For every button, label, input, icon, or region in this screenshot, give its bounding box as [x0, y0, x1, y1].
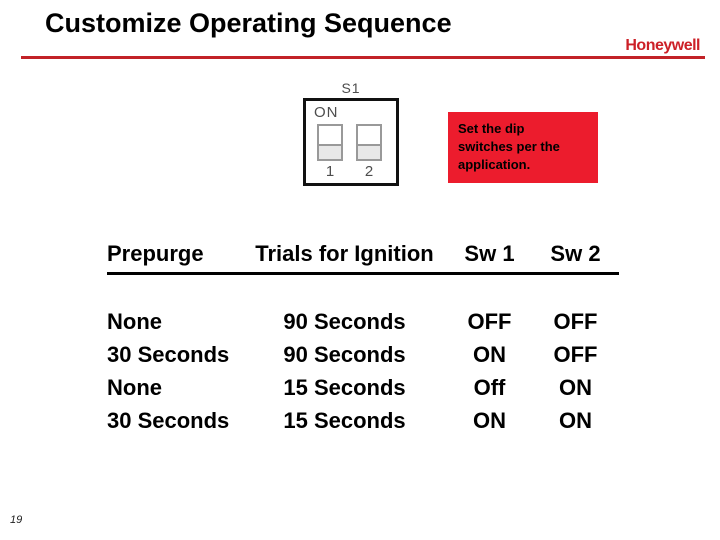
table-header-row: Prepurge Trials for Ignition Sw 1 Sw 2	[107, 241, 619, 275]
column-header-sw2: Sw 2	[550, 241, 601, 266]
cell-sw2: ON	[559, 408, 592, 433]
dip-switch-box: ON 1 2	[303, 98, 399, 186]
header-rule	[21, 56, 705, 59]
dip-switch-1-lever	[319, 144, 341, 159]
cell-trials: 15 Seconds	[283, 408, 406, 433]
dip-switch-1-label: 1	[325, 163, 335, 180]
column-header-sw1: Sw 1	[464, 241, 515, 266]
cell-prepurge: 30 Seconds	[107, 408, 230, 433]
column-header-prepurge: Prepurge	[107, 241, 204, 266]
cell-trials: 90 Seconds	[283, 342, 406, 367]
cell-prepurge: None	[107, 375, 162, 400]
column-header-trials: Trials for Ignition	[255, 241, 434, 266]
callout-line: application.	[458, 157, 531, 172]
table-row: 30 Seconds 90 Seconds ON OFF	[107, 338, 619, 371]
cell-prepurge: 30 Seconds	[107, 342, 230, 367]
callout-box: Set the dip switches per the application…	[448, 112, 598, 183]
dip-switch-2-lever	[358, 144, 380, 159]
operating-sequence-table: Prepurge Trials for Ignition Sw 1 Sw 2 N…	[107, 241, 619, 437]
table-row: None 90 Seconds OFF OFF	[107, 305, 619, 338]
dip-switch-figure: S1 ON 1 2	[303, 80, 399, 186]
cell-sw2: ON	[559, 375, 592, 400]
cell-sw1: Off	[473, 375, 506, 400]
cell-sw2: OFF	[553, 342, 598, 367]
callout-line: switches per the	[458, 139, 560, 154]
table-body: None 90 Seconds OFF OFF 30 Seconds 90 Se…	[107, 305, 619, 437]
callout-line: Set the dip	[458, 121, 525, 136]
dip-switch-name: S1	[341, 80, 361, 96]
honeywell-logo: Honeywell	[625, 37, 700, 54]
cell-sw2: OFF	[553, 309, 598, 334]
dip-on-label: ON	[314, 104, 339, 121]
table-row: None 15 Seconds Off ON	[107, 371, 619, 404]
page-number: 19	[10, 514, 23, 526]
cell-prepurge: None	[107, 309, 162, 334]
page-title: Customize Operating Sequence	[45, 8, 452, 38]
dip-switch-2-label: 2	[364, 163, 374, 180]
table-row: 30 Seconds 15 Seconds ON ON	[107, 404, 619, 437]
dip-switch-2-icon	[356, 124, 382, 161]
dip-switch-1-icon	[317, 124, 343, 161]
cell-trials: 90 Seconds	[283, 309, 406, 334]
cell-trials: 15 Seconds	[283, 375, 406, 400]
cell-sw1: ON	[473, 408, 506, 433]
cell-sw1: OFF	[467, 309, 512, 334]
cell-sw1: ON	[473, 342, 506, 367]
